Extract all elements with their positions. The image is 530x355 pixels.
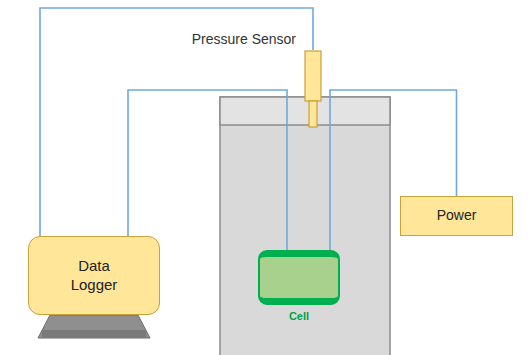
sensor-label: Pressure Sensor xyxy=(192,31,296,47)
wire xyxy=(40,8,313,236)
sensor-body xyxy=(305,51,321,101)
container xyxy=(220,97,390,355)
power-box: Power xyxy=(400,196,513,236)
power-label: Power xyxy=(437,207,477,225)
logger-label: Data Logger xyxy=(59,257,129,295)
cell-block: Cell xyxy=(258,250,340,305)
wire-line xyxy=(40,8,313,236)
data-logger-box: Data Logger xyxy=(28,236,160,315)
logger-stand xyxy=(38,315,150,338)
sensor-shape xyxy=(304,50,322,128)
cell-label: Cell xyxy=(260,310,338,322)
wire xyxy=(128,90,287,250)
wire-line xyxy=(128,90,287,250)
logger-stand-base xyxy=(42,330,146,338)
sensor-probe xyxy=(309,101,317,127)
pressure-sensor: Pressure Sensor xyxy=(304,50,322,128)
